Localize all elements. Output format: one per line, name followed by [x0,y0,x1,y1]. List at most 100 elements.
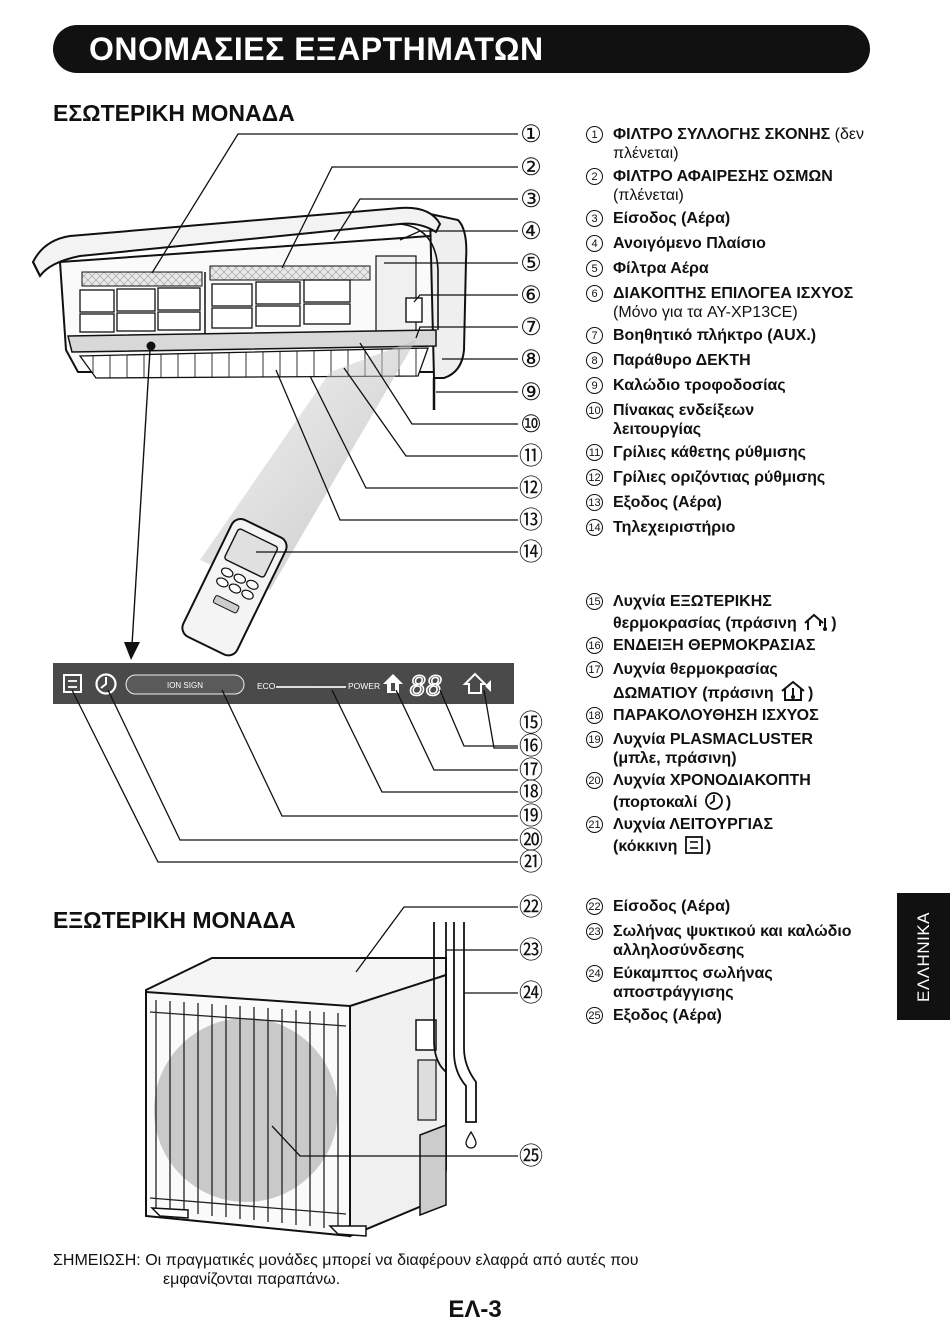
legend-number: 3 [586,210,603,227]
callout-17: ⑰ [519,757,543,784]
legend-number: 1 [586,126,603,143]
operation-icon [685,835,703,854]
legend-item: 22 Είσοδος (Αέρα) [586,898,886,918]
language-tab-label: ΕΛΛΗΝΙΚΑ [913,911,933,1002]
callout-16: ⑯ [519,733,543,760]
callout-19: ⑲ [519,803,543,830]
legend-item: 11 Γρίλιες κάθετης ρύθμισης [586,444,886,464]
display-panel: ION SIGN ECO POWER 88 [53,663,514,704]
note: ΣΗΜΕΙΩΣΗ: Οι πραγματικές μονάδες μπορεί … [53,1251,833,1289]
legend-number: 23 [586,923,603,940]
legend-item: 8 Παράθυρο ΔΕΚΤΗ [586,352,886,372]
callout-21: ㉑ [519,849,543,876]
language-tab: ΕΛΛΗΝΙΚΑ [897,893,950,1020]
callout-24: ㉔ [519,980,543,1007]
callout-2: ② [520,154,542,181]
callout-15: ⑮ [519,710,543,737]
legend-item: 5 Φίλτρα Αέρα [586,260,886,280]
callout-9: ⑨ [520,379,542,406]
legend-number: 19 [586,731,603,748]
clock-icon [704,791,723,810]
callout-25: ㉕ [519,1143,543,1170]
callout-1: ① [520,121,542,148]
legend-number: 14 [586,519,603,536]
indoor-unit-title: ΕΣΩΤΕΡΙΚΗ ΜΟΝΑΔΑ [53,100,295,126]
legend-number: 21 [586,816,603,833]
callout-numbers: ① ② ③ ④ ⑤ ⑥ ⑦ ⑧ ⑨ ⑩ ⑪ ⑫ ⑬ ⑭ ⑮ ⑯ ⑰ ⑱ ⑲ ⑳ … [519,121,543,1170]
callout-22: ㉒ [519,894,543,921]
legend-item: 10 Πίνακας ενδείξεων λειτουργίας [586,402,806,439]
legend-number: 9 [586,377,603,394]
callout-18: ⑱ [519,779,543,806]
header-bar: ΟΝΟΜΑΣΙΕΣ ΕΞΑΡΤΗΜΑΤΩΝ [53,25,870,73]
legend-number: 6 [586,285,603,302]
legend-item: 23 Σωλήνας ψυκτικού και καλώδιο αλληλοσύ… [586,923,856,960]
legend-item: 24 Εύκαμπτος σωλήνας αποστράγγισης [586,965,816,1002]
remote-control-drawing [181,517,288,657]
legend-number: 7 [586,327,603,344]
outdoor-unit-drawing [145,922,477,1238]
outdoor-unit-title: ΕΞΩΤΕΡΙΚΗ ΜΟΝΑΔΑ [53,907,296,933]
legend-number: 16 [586,637,603,654]
legend-item: 19 Λυχνία PLASMACLUSTER(μπλε, πράσινη) [586,731,886,768]
callout-10: ⑩ [520,411,542,438]
legend-item: 20 Λυχνία ΧΡΟΝΟΔΙΑΚΟΠΤΗ(πορτοκαλί ) [586,772,886,812]
callout-8: ⑧ [520,346,542,373]
legend-number: 24 [586,965,603,982]
legend-item: 9 Καλώδιο τροφοδοσίας [586,377,886,397]
callout-6: ⑥ [520,282,542,309]
legend-number: 20 [586,772,603,789]
legend-number: 25 [586,1007,603,1024]
note-line-2: εμφανίζονται παραπάνω. [163,1271,341,1288]
legend-item: 12 Γρίλιες οριζόντιας ρύθμισης [586,469,886,489]
legend-number: 12 [586,469,603,486]
legend-number: 15 [586,593,603,610]
legend-item: 7 Βοηθητικό πλήκτρο (AUX.) [586,327,886,347]
legend-number: 10 [586,402,603,419]
note-label: ΣΗΜΕΙΩΣΗ: [53,1252,141,1269]
page-number: ΕΛ-3 [448,1296,502,1323]
temperature-digits: 88 [410,671,443,702]
legend-number: 13 [586,494,603,511]
legend-number: 22 [586,898,603,915]
callout-3: ③ [520,186,542,213]
legend-number: 2 [586,168,603,185]
legend-item: 2 ΦΙΛΤΡΟ ΑΦΑΙΡΕΣΗΣ ΟΣΜΩΝ (πλένεται) [586,168,886,205]
legend-item: 16 ΕΝΔΕΙΞΗ ΘΕΡΜΟΚΡΑΣΙΑΣ [586,637,886,657]
power-label: POWER [348,681,380,691]
legend-item: 21 Λυχνία ΛΕΙΤΟΥΡΓΙΑΣ(κόκκινη ) [586,816,886,856]
callout-13: ⑬ [519,507,543,534]
room-temp-icon [781,680,805,701]
ion-sign-label: ION SIGN [167,681,203,690]
legend-item: 13 Εξοδος (Αέρα) [586,494,886,514]
legend-number: 8 [586,352,603,369]
callout-12: ⑫ [519,475,543,502]
legend-number: 18 [586,707,603,724]
callout-14: ⑭ [519,539,543,566]
legend-item: 25 Εξοδος (Αέρα) [586,1007,886,1027]
legend-item: 18 ΠΑΡΑΚΟΛΟΥΘΗΣΗ ΙΣΧΥΟΣ [586,707,886,727]
callout-20: ⑳ [519,827,543,854]
callout-4: ④ [520,218,542,245]
legend-number: 17 [586,661,603,678]
eco-label: ECO [257,681,276,691]
indoor-unit-drawing [31,206,468,410]
callout-5: ⑤ [520,250,542,277]
outdoor-temp-icon [804,613,828,631]
leader-lines [71,133,518,1157]
callout-23: ㉓ [519,937,543,964]
legend-number: 11 [586,444,603,461]
legend-item: 1 ΦΙΛΤΡΟ ΣΥΛΛΟΓΗΣ ΣΚΟΝΗΣ (δεν πλένεται) [586,126,886,163]
callout-7: ⑦ [520,314,542,341]
legend-item: 6 ΔΙΑΚΟΠΤΗΣ ΕΠΙΛΟΓΕΑ ΙΣΧΥΟΣ(Μόνο για τα … [586,285,886,322]
legend-indoor: 1 ΦΙΛΤΡΟ ΣΥΛΛΟΓΗΣ ΣΚΟΝΗΣ (δεν πλένεται) … [586,126,886,539]
legend-number: 4 [586,235,603,252]
legend-outdoor: 22 Είσοδος (Αέρα) 23 Σωλήνας ψυκτικού κα… [586,898,886,1027]
callout-11: ⑪ [519,443,543,470]
note-line-1: Οι πραγματικές μονάδες μπορεί να διαφέρο… [145,1252,639,1269]
legend-item: 3 Είσοδος (Αέρα) [586,210,886,230]
